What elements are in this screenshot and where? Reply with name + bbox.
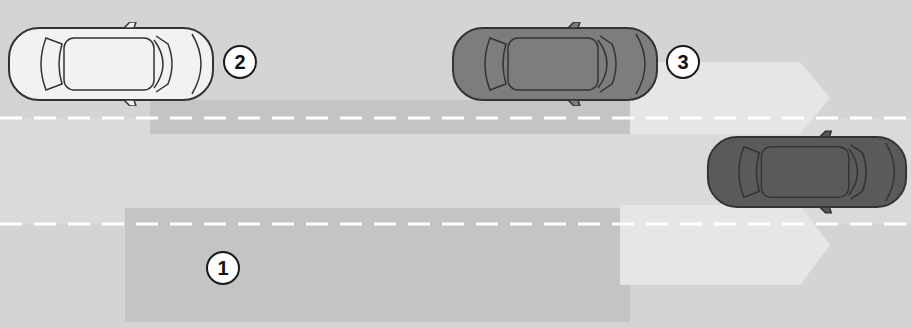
white-car	[9, 22, 213, 106]
callout-number: 1	[206, 251, 240, 285]
callout-number: 3	[666, 45, 700, 79]
own-car	[708, 131, 906, 213]
callout-number: 2	[223, 45, 257, 79]
grey-car	[453, 22, 657, 106]
